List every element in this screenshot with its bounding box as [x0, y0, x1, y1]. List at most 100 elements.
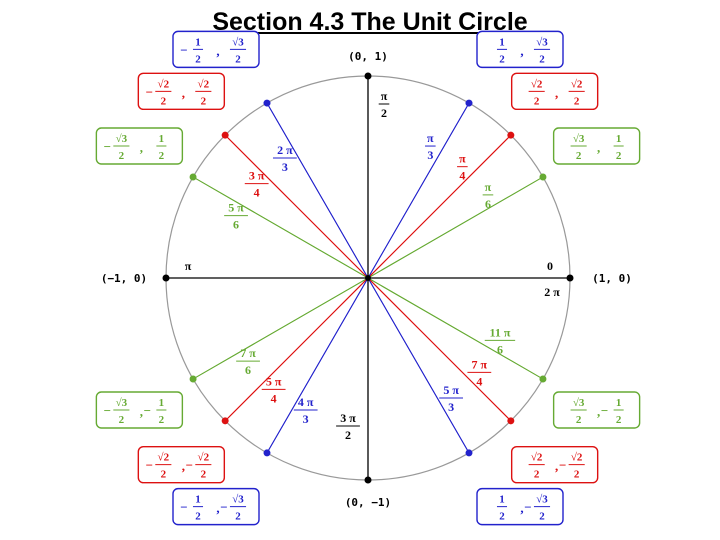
coordinate-label-right: (1, 0)	[592, 272, 632, 285]
svg-text:−: −	[180, 42, 187, 57]
svg-text:2: 2	[195, 53, 201, 65]
svg-text:2: 2	[159, 150, 165, 162]
svg-text:π: π	[427, 131, 434, 145]
coordinate-label-60: 12, √32	[476, 30, 564, 69]
svg-text:2: 2	[345, 428, 351, 442]
svg-text:2: 2	[616, 414, 622, 426]
coordinate-y: 12	[613, 397, 624, 426]
point-210	[189, 375, 197, 383]
point-150	[189, 173, 197, 181]
coordinate-bracket	[476, 487, 564, 526]
svg-text:2: 2	[119, 150, 125, 162]
svg-text:−: −	[146, 458, 153, 473]
coordinate-label-120: −12,√32	[172, 30, 260, 69]
coordinate-x: 12	[496, 36, 508, 65]
svg-text:2: 2	[119, 414, 125, 426]
angle-label-300: 5 π3	[439, 383, 464, 414]
svg-text:2: 2	[201, 95, 207, 107]
angle-label-right-two-pi: 2 π	[544, 285, 560, 299]
coordinate-label-top: (0, 1)	[348, 50, 388, 63]
svg-text:5 π: 5 π	[228, 201, 244, 215]
axis-points	[162, 72, 574, 484]
point-left	[162, 274, 170, 282]
svg-text:5 π: 5 π	[266, 374, 282, 388]
point-300	[465, 449, 473, 457]
point-135	[221, 131, 229, 139]
svg-text:2: 2	[161, 95, 167, 107]
svg-text:−: −	[146, 84, 153, 99]
point-120	[263, 99, 271, 107]
coordinate-x: √32	[113, 133, 130, 162]
point-225	[221, 417, 229, 425]
coordinate-bracket	[510, 445, 599, 484]
svg-text:1: 1	[499, 494, 505, 506]
angle-label-225: 5 π4	[261, 374, 286, 405]
coordinate-y: √22	[195, 452, 212, 481]
coordinate-label-45: √22,√22	[510, 72, 599, 111]
coordinate-x: √22	[155, 78, 172, 107]
svg-text:11 π: 11 π	[489, 325, 510, 339]
svg-text:6: 6	[233, 218, 239, 232]
svg-text:√2: √2	[531, 452, 543, 464]
angle-label-top: π2	[378, 89, 390, 120]
svg-text:,: ,	[597, 404, 600, 419]
svg-text:3 π: 3 π	[340, 411, 356, 425]
coordinate-bracket	[510, 72, 599, 111]
svg-text:1: 1	[159, 133, 165, 145]
svg-text:√2: √2	[158, 452, 170, 464]
coordinate-y: √32	[533, 36, 551, 65]
svg-text:√3: √3	[232, 494, 244, 506]
svg-text:−: −	[144, 403, 151, 418]
svg-text:6: 6	[485, 197, 491, 211]
svg-text:1: 1	[195, 494, 201, 506]
svg-text:2 π: 2 π	[277, 143, 293, 157]
svg-text:2: 2	[539, 511, 545, 523]
coordinate-bracket	[172, 30, 260, 69]
svg-text:2: 2	[576, 414, 582, 426]
coordinate-x: 12	[496, 494, 508, 523]
svg-text:−: −	[186, 458, 193, 473]
svg-text:√3: √3	[536, 494, 548, 506]
angle-label-30: π6	[482, 180, 494, 211]
svg-text:2: 2	[616, 150, 622, 162]
point-45	[507, 131, 515, 139]
svg-text:−: −	[104, 403, 111, 418]
svg-text:3: 3	[282, 160, 288, 174]
point-315	[507, 417, 515, 425]
svg-text:−: −	[180, 500, 187, 515]
coordinate-label-150: −√32,12	[95, 127, 184, 165]
svg-text:−: −	[104, 139, 111, 154]
coordinate-bracket	[552, 127, 641, 165]
coordinate-bracket	[137, 72, 226, 111]
svg-text:,: ,	[216, 43, 219, 58]
svg-text:1: 1	[616, 397, 622, 409]
svg-text:,: ,	[216, 501, 219, 516]
coordinate-y: √22	[195, 78, 212, 107]
point-right	[566, 274, 574, 282]
point-60	[465, 99, 473, 107]
coordinate-label-225: −√22,−√22	[137, 445, 226, 484]
svg-text:2: 2	[159, 414, 165, 426]
svg-text:√2: √2	[158, 78, 170, 90]
svg-text:,: ,	[520, 43, 523, 58]
svg-text:√3: √3	[536, 36, 548, 48]
svg-text:,: ,	[555, 459, 558, 474]
svg-text:2: 2	[235, 511, 241, 523]
svg-text:,: ,	[597, 140, 600, 155]
point-top	[364, 72, 372, 80]
coordinate-y: √32	[229, 36, 247, 65]
coordinate-label-135: −√22,√22	[137, 72, 226, 111]
angle-label-210: 7 π6	[236, 346, 260, 377]
coordinate-y: 12	[156, 133, 167, 162]
coordinate-bracket	[95, 127, 184, 165]
coordinate-y: √22	[568, 452, 585, 481]
svg-text:2: 2	[534, 95, 540, 107]
angle-label-330: 11 π6	[484, 325, 516, 356]
coordinate-label-315: √22,−√22	[510, 445, 599, 484]
svg-text:2: 2	[534, 469, 540, 481]
svg-text:5 π: 5 π	[443, 383, 459, 397]
svg-text:2: 2	[195, 511, 201, 523]
